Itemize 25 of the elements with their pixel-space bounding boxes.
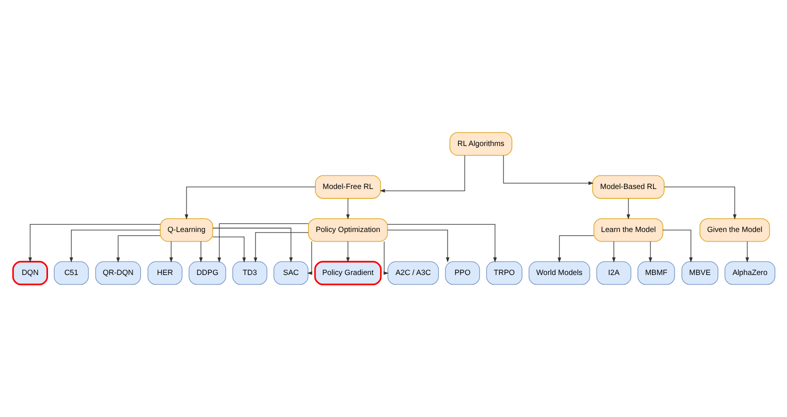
arrow [212,228,292,262]
arrow [379,155,465,193]
arrow [383,241,388,275]
arrow [557,235,594,263]
arrow [217,223,308,263]
arrow [648,241,652,262]
arrow [306,241,312,275]
arrow [28,224,160,262]
arrow [184,186,316,220]
arrow [386,230,449,262]
arrow [253,232,308,263]
arrow [612,241,616,262]
arrow [502,155,594,185]
arrow [116,235,160,263]
arrow [212,236,246,263]
arrow [386,224,496,262]
arrow [346,198,350,220]
arrow [662,230,692,262]
arrow [744,241,749,262]
arrow [198,241,202,262]
arrow [168,241,172,262]
arrow [69,230,160,262]
arrow [626,198,630,220]
arrow [346,241,350,262]
arrow [664,186,736,220]
